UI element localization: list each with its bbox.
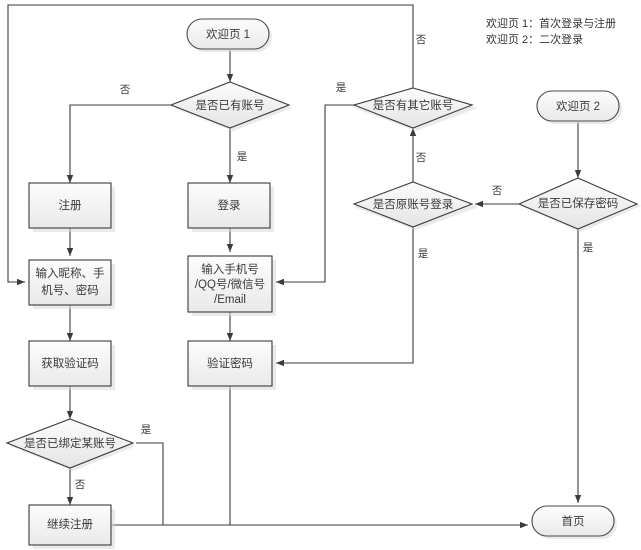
node-welcome1-label: 欢迎页 1 (206, 27, 250, 41)
edge-label-saved-password-yes: 是 (583, 242, 594, 254)
edge-label-has-other-no: 否 (416, 34, 427, 46)
edge-label-bound-yes: 是 (141, 424, 152, 436)
node-has-other-account[interactable]: 是否有其它账号 (352, 87, 478, 131)
node-welcome2-label: 欢迎页 2 (556, 99, 600, 113)
node-original-account-login[interactable]: 是否原账号登录 (352, 181, 478, 230)
edge-label-has-other-yes: 是 (336, 82, 347, 94)
node-get-code-label: 获取验证码 (41, 356, 99, 370)
node-welcome2[interactable]: 欢迎页 2 (536, 90, 622, 124)
edge-bound-yes-to-bottom (136, 442, 164, 525)
edge-label-original-login-no: 否 (416, 152, 427, 164)
node-input-phone-line3: /Email (214, 294, 246, 306)
edge-has-other-no-to-input-nickname (7, 4, 414, 286)
node-saved-password-label: 是否已保存密码 (538, 196, 619, 210)
edge-original-login-yes-to-verify-password (276, 227, 414, 367)
edge-label-original-login-yes: 是 (418, 248, 429, 260)
node-has-other-account-label: 是否有其它账号 (373, 98, 454, 112)
node-verify-password-label: 验证密码 (207, 356, 253, 370)
node-has-account-label: 是否已有账号 (196, 98, 265, 112)
node-welcome1[interactable]: 欢迎页 1 (186, 18, 272, 52)
node-bound-account[interactable]: 是否已绑定某账号 (5, 418, 136, 471)
edge-has-account-no-to-register (66, 104, 174, 183)
node-saved-password[interactable]: 是否已保存密码 (517, 177, 641, 232)
node-input-nickname[interactable]: 输入昵称、手 机号、密码 (28, 259, 115, 309)
node-home[interactable]: 首页 (531, 505, 617, 539)
node-input-nickname-line1: 输入昵称、手 (36, 266, 105, 280)
node-continue-register[interactable]: 继续注册 (28, 504, 115, 549)
node-verify-password[interactable]: 验证密码 (187, 340, 276, 390)
node-register-label: 注册 (59, 198, 82, 212)
edge-label-has-account-no: 否 (120, 84, 131, 96)
legend-line-1: 欢迎页 1：首次登录与注册 (486, 16, 616, 30)
node-login[interactable]: 登录 (187, 182, 274, 232)
node-bound-account-label: 是否已绑定某账号 (24, 436, 116, 450)
node-input-nickname-line2: 机号、密码 (41, 283, 99, 297)
edge-label-has-account-yes: 是 (237, 151, 248, 163)
node-register[interactable]: 注册 (28, 182, 115, 232)
edge-label-bound-no: 否 (75, 479, 86, 491)
edge-label-saved-password-no: 否 (492, 185, 503, 197)
edge-labels: 否 是 否 是 否 是 否 是 是 否 (75, 34, 594, 491)
node-input-phone-line1: 输入手机号 (201, 262, 259, 276)
edge-has-other-yes-to-input-phone (276, 104, 355, 286)
connectors (7, 4, 582, 529)
node-has-account[interactable]: 是否已有账号 (169, 81, 292, 131)
node-input-phone[interactable]: 输入手机号 /QQ号/微信号 /Email (187, 255, 276, 316)
legend: 欢迎页 1：首次登录与注册 欢迎页 2：二次登录 (486, 16, 616, 46)
node-login-label: 登录 (218, 198, 241, 212)
node-get-code[interactable]: 获取验证码 (28, 340, 115, 390)
legend-line-2: 欢迎页 2：二次登录 (486, 32, 583, 46)
node-home-label: 首页 (562, 514, 585, 528)
node-continue-register-label: 继续注册 (47, 517, 93, 531)
node-original-account-login-label: 是否原账号登录 (373, 197, 454, 211)
node-input-phone-line2: /QQ号/微信号 (195, 277, 265, 291)
